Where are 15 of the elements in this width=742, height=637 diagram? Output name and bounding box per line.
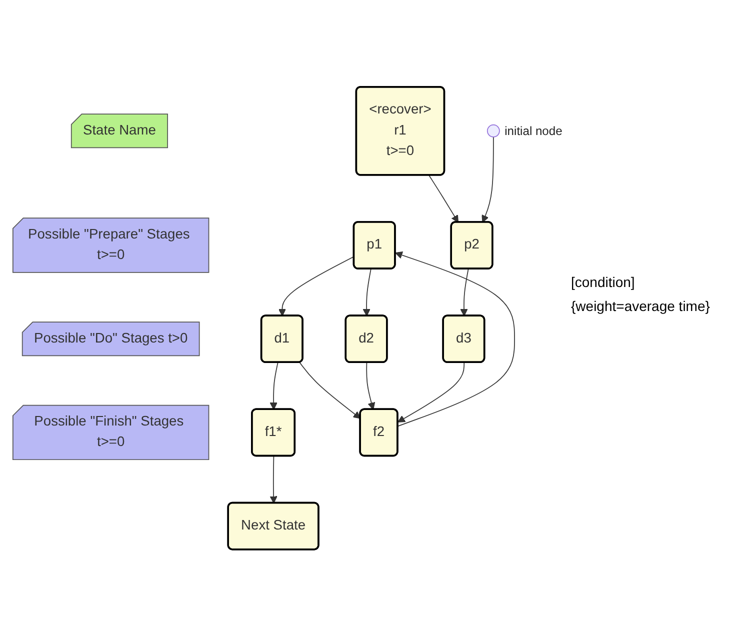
node-caption: initial node xyxy=(504,124,562,139)
arrow xyxy=(460,268,469,317)
arrow xyxy=(366,362,376,410)
arrow xyxy=(270,456,278,504)
annotation-text: {weight=average time} xyxy=(571,298,711,314)
arrow xyxy=(270,362,278,410)
arrow xyxy=(362,268,372,317)
arrow xyxy=(398,362,465,423)
node-circle xyxy=(486,124,500,138)
arrow xyxy=(428,175,459,224)
arrow xyxy=(395,252,515,427)
arrow xyxy=(299,362,361,420)
annotation-text: [condition] xyxy=(571,274,636,290)
arrow xyxy=(278,256,355,317)
arrow xyxy=(482,136,494,224)
